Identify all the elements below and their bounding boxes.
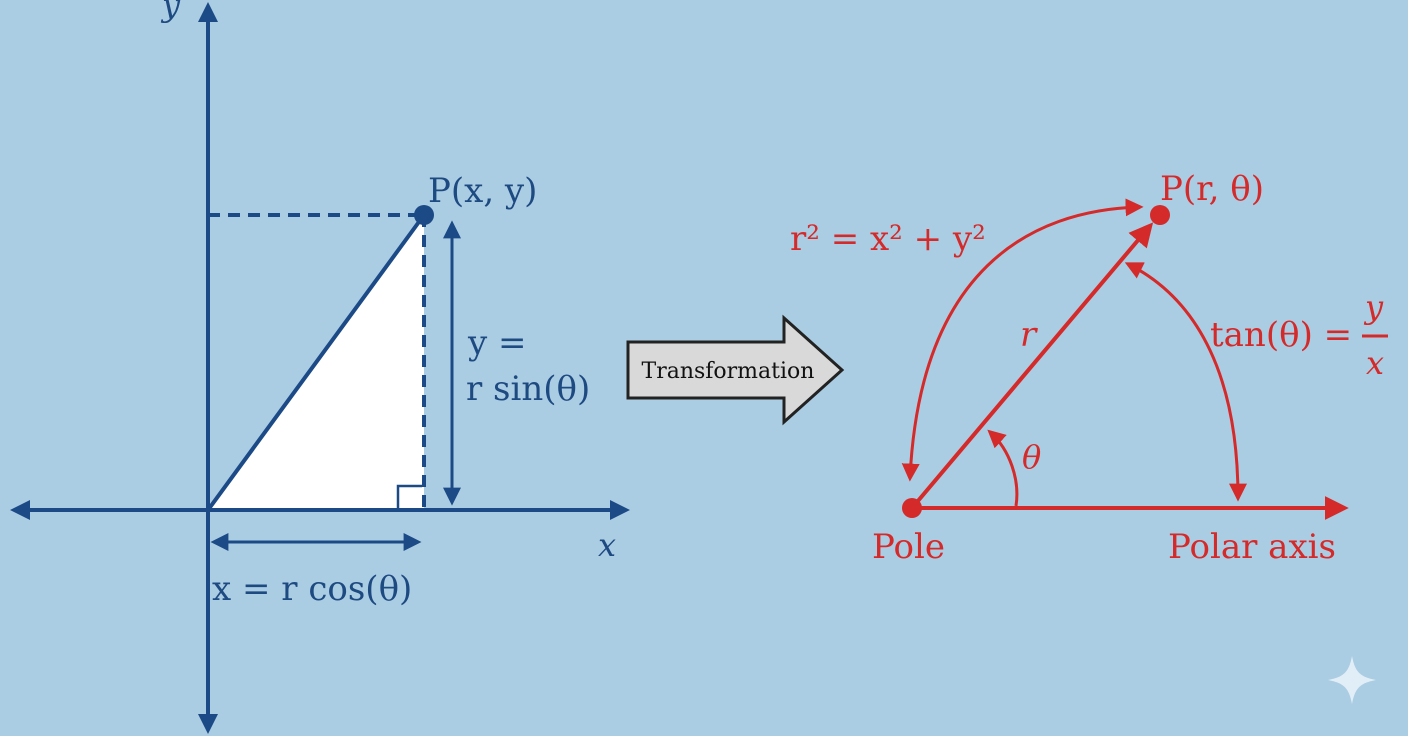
tangent-arc-arrow [1124,262,1247,502]
polar-axis-label: Polar axis [1168,527,1336,567]
vertical-equation-line1: y = [467,323,527,363]
cartesian-point [414,205,434,225]
x-axis-label: x [598,526,616,564]
angle-label: θ [1022,438,1041,476]
cartesian-point-label: P(x, y) [428,171,537,211]
horizontal-equation: x = r cos(θ) [212,569,412,609]
hypotenuse-line [206,213,426,512]
pole-point [902,498,922,518]
cartesian-panel: y x P(x, y) y = r sin(θ) x = r cos(θ) [10,0,630,734]
polar-panel: P(r, θ) r² = x² + y² r θ tan(θ) = y x Po… [790,169,1388,567]
pole-label: Pole [872,527,945,567]
tangent-numerator: y [1363,288,1384,326]
transformation-arrow-shape [626,314,845,426]
radius-label: r [1020,315,1038,355]
radius-arc-arrow [901,198,1144,482]
polar-point [1150,205,1170,225]
sparkle-icon [1328,656,1376,704]
theta-arc-arrow [987,429,1019,507]
polar-point-label: P(r, θ) [1160,169,1264,209]
radius-equation: r² = x² + y² [790,219,986,259]
y-axis-label: y [160,0,181,24]
tangent-equation-left: tan(θ) = [1210,315,1352,355]
tangent-denominator: x [1366,344,1384,382]
transformation-arrow: Transformation [626,314,845,426]
vertical-equation-line2: r sin(θ) [466,369,590,409]
transformation-label: Transformation [642,359,815,384]
